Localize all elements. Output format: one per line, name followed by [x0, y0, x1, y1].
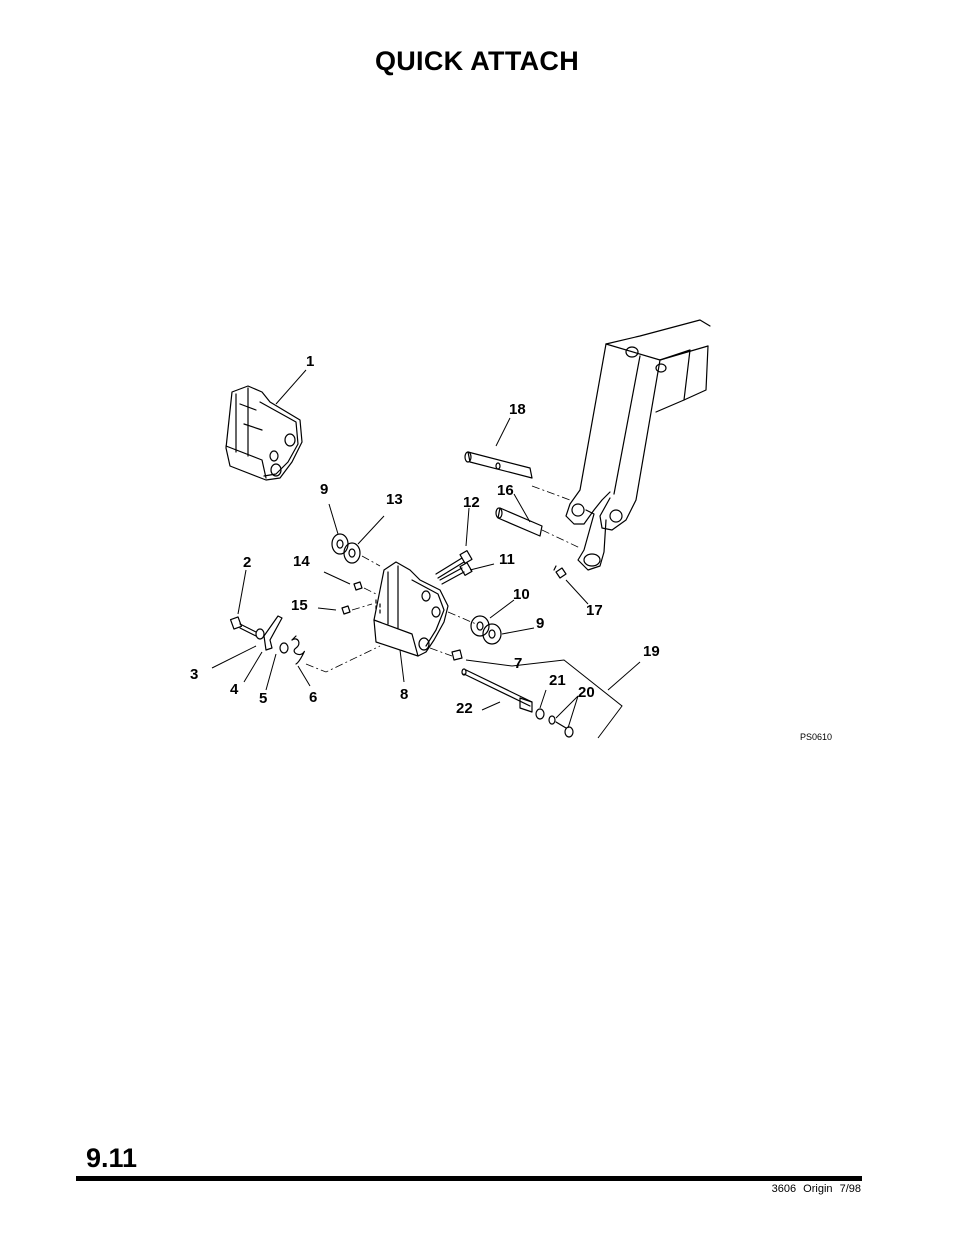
washer-part-3: [255, 628, 265, 640]
quick-attach-bracket-part-1: [225, 385, 303, 481]
callout-15: 15: [291, 597, 308, 614]
callout-17: 17: [586, 602, 603, 619]
pin-part-20: [548, 715, 574, 738]
figure-code: PS0610: [800, 732, 832, 742]
callout-19: 19: [643, 643, 660, 660]
callout-1: 1: [306, 353, 314, 370]
nut-part-7: [451, 649, 463, 661]
rod-part-22: [461, 668, 533, 713]
footer-rule: [76, 1176, 862, 1181]
callout-16: 16: [497, 482, 514, 499]
footer-info: 3606 Origin 7/98: [771, 1183, 861, 1195]
bolt-part-11: [439, 562, 473, 585]
washer-part-9-left: [331, 533, 349, 555]
boom-arm: [565, 319, 711, 571]
bolt-part-12: [435, 550, 473, 579]
callout-20: 20: [578, 684, 595, 701]
nut-part-14: [353, 581, 363, 591]
pin-part-16: [495, 507, 543, 537]
callout-6: 6: [309, 689, 317, 706]
grease-fitting-part-17: [553, 565, 567, 579]
callout-5: 5: [259, 690, 267, 707]
callout-18: 18: [509, 401, 526, 418]
bolt-part-2: [229, 616, 257, 637]
callout-14: 14: [293, 553, 310, 570]
callout-3: 3: [190, 666, 198, 683]
callout-12: 12: [463, 494, 480, 511]
washer-part-13: [343, 542, 361, 564]
callout-2: 2: [243, 554, 251, 571]
callout-4: 4: [230, 681, 239, 698]
latch-part-4: [263, 615, 283, 651]
callout-13: 13: [386, 491, 403, 508]
spring-part-6: [291, 635, 305, 665]
bracket-part-8: [373, 561, 449, 657]
callout-8: 8: [400, 686, 408, 703]
callout-9-upper: 9: [320, 481, 328, 498]
page-title: QUICK ATTACH: [374, 46, 580, 76]
nut-part-15: [341, 605, 351, 615]
callout-22: 22: [456, 700, 473, 717]
callout-10: 10: [513, 586, 530, 603]
bushing-part-5: [279, 642, 289, 654]
section-number: 9.11: [86, 1143, 138, 1173]
callout-11: 11: [499, 551, 515, 568]
callout-21: 21: [549, 672, 566, 689]
washer-part-21: [535, 708, 545, 720]
pin-part-18: [464, 451, 533, 479]
washer-part-10: [470, 615, 490, 637]
callout-7: 7: [514, 655, 522, 672]
callout-9-lower: 9: [536, 615, 544, 632]
washer-part-9-right: [482, 623, 502, 645]
